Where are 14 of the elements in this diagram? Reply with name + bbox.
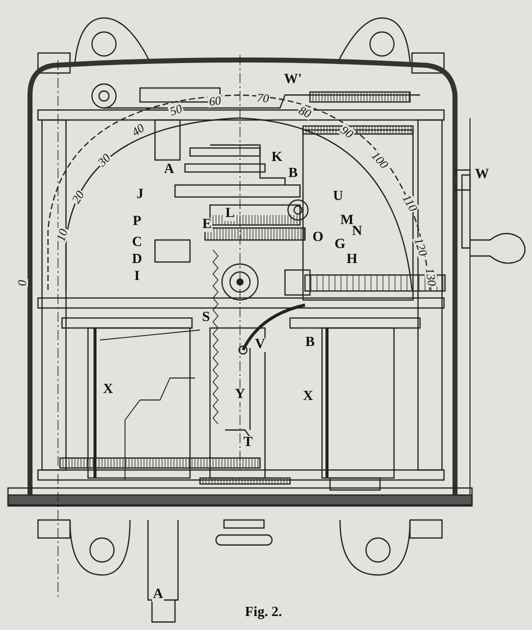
scale-number: 50 (167, 102, 185, 118)
scale-number: 80 (296, 104, 314, 120)
figure-caption: Fig. 2. (245, 606, 282, 620)
callout-letter: V (254, 338, 266, 352)
scale-number: 130 (424, 266, 438, 288)
scale-number: 110 (400, 192, 420, 214)
scale-number: 70 (256, 91, 270, 105)
scale-number: 60 (207, 94, 223, 108)
scale-number: 0 (16, 279, 28, 287)
callout-letter: Y (234, 388, 246, 402)
scale-number: 120 (412, 236, 430, 258)
callout-letter: E (201, 218, 213, 232)
callout-letter: A (152, 588, 164, 602)
callout-letter: L (224, 207, 236, 221)
